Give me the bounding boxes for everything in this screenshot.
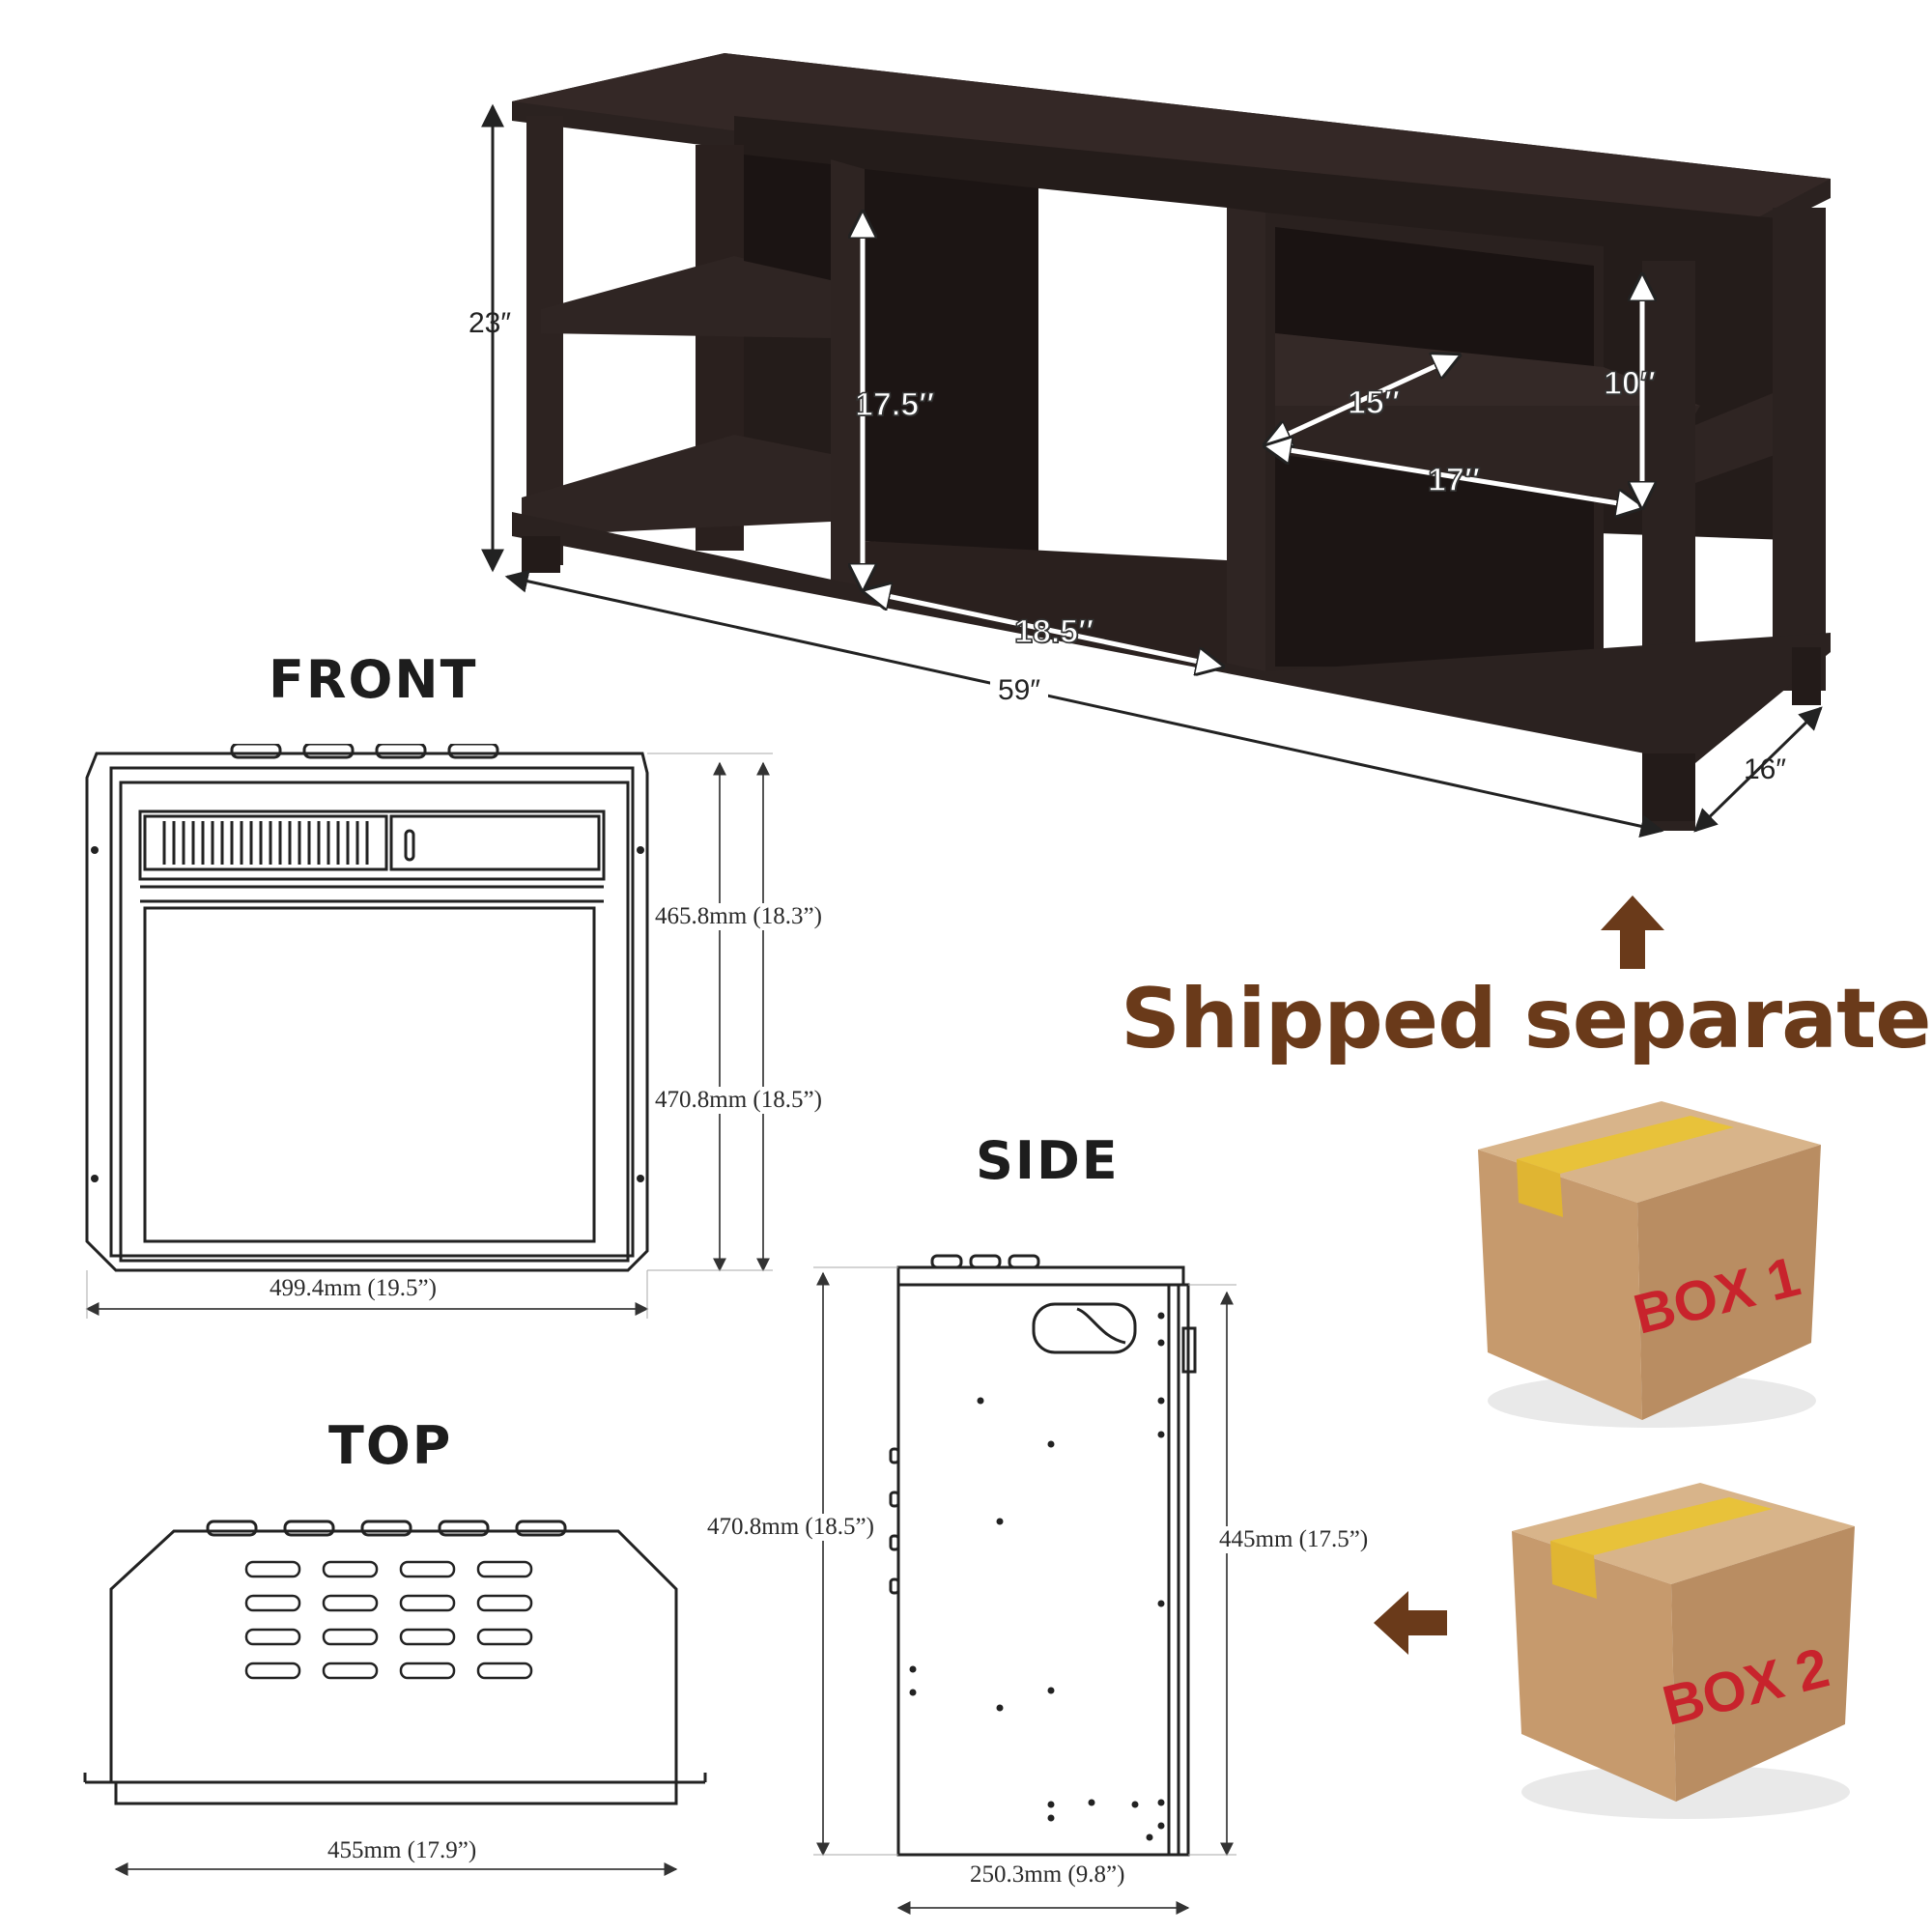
front-view-title: FRONT [269, 649, 478, 710]
side-view-title: SIDE [976, 1130, 1120, 1191]
center-height-label: 17.5″ [854, 385, 935, 424]
stand-height-label: 23″ [469, 307, 511, 339]
shelf-gap-label: 10″ [1603, 364, 1657, 403]
tv-stand-illustration [481, 53, 1831, 838]
front-dim-lower: 470.8mm (18.5”) [651, 1087, 826, 1114]
left-arrow-icon [1374, 1591, 1447, 1655]
stand-width-label: 59″ [990, 674, 1048, 707]
front-view-drawing [85, 744, 773, 1319]
side-view-drawing [813, 1254, 1236, 1915]
side-dim-left: 470.8mm (18.5”) [703, 1514, 878, 1541]
front-dim-width: 499.4mm (19.5”) [266, 1275, 440, 1302]
top-dim-width: 455mm (17.9”) [324, 1837, 481, 1864]
shipped-separately-heading: Shipped separately [1121, 971, 1932, 1067]
side-dim-right: 445mm (17.5”) [1215, 1526, 1373, 1553]
top-view-drawing [83, 1520, 707, 1876]
up-arrow-icon [1601, 895, 1664, 969]
side-depth-label: 15″ [1347, 384, 1401, 422]
box-1-illustration: BOX 1 [1478, 1101, 1821, 1428]
top-view-title: TOP [328, 1415, 453, 1476]
front-dim-upper: 465.8mm (18.3”) [651, 903, 826, 930]
side-width-label: 17″ [1427, 461, 1481, 499]
stand-depth-label: 16″ [1744, 753, 1786, 785]
box-2-illustration: BOX 2 [1512, 1483, 1855, 1819]
side-dim-bottom: 250.3mm (9.8”) [966, 1861, 1129, 1889]
center-width-label: 18.5″ [1013, 612, 1094, 651]
